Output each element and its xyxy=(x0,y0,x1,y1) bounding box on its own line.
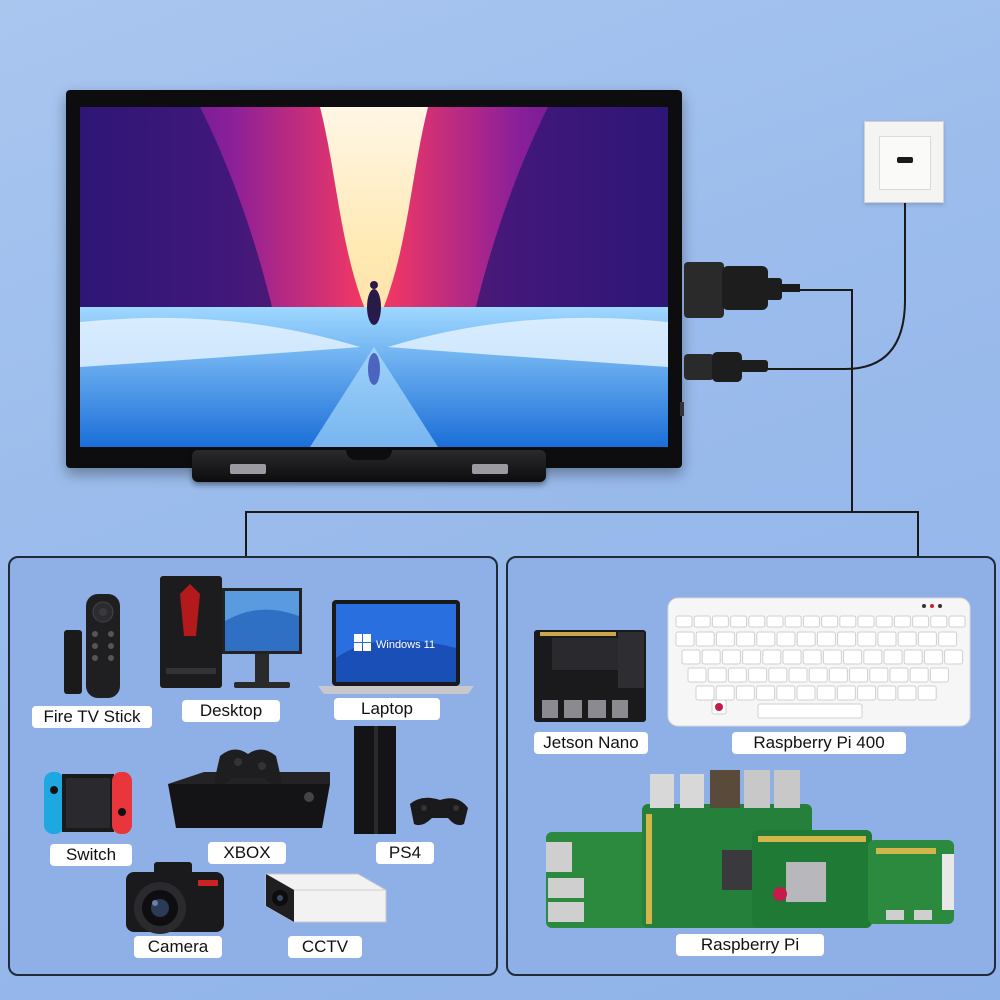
ps4-console-icon xyxy=(354,726,468,834)
raspberry-logo-icon xyxy=(715,703,723,711)
hdmi-connector-icon xyxy=(684,262,800,318)
camera-label: Camera xyxy=(134,936,222,958)
raspberry-pi-400-label: Raspberry Pi 400 xyxy=(732,732,906,754)
consumer-devices-panel: Fire TV Stick Desktop Windows 11 Laptop … xyxy=(8,556,498,976)
cctv-label: CCTV xyxy=(288,936,362,958)
raspberry-pi-400-keyboard-icon xyxy=(667,597,971,727)
switch-label: Switch xyxy=(50,844,132,866)
portable-monitor xyxy=(66,90,684,468)
side-button[interactable] xyxy=(680,402,684,416)
laptop-label: Laptop xyxy=(334,698,440,720)
xbox-label: XBOX xyxy=(208,842,286,864)
ps4-label: PS4 xyxy=(376,842,434,864)
monitor-stand xyxy=(192,450,546,482)
fire-tv-stick-icon xyxy=(64,594,120,698)
jetson-nano-label: Jetson Nano xyxy=(534,732,648,754)
laptop-icon: Windows 11 xyxy=(318,600,474,694)
desktop-pc-icon xyxy=(160,576,302,688)
raspberry-pi-label: Raspberry Pi xyxy=(676,934,824,956)
monitor-screen-wallpaper xyxy=(80,107,668,447)
windows-logo-icon xyxy=(354,634,371,651)
usb-c-connector-icon xyxy=(684,352,768,382)
jetson-nano-board-icon xyxy=(534,630,646,722)
fire-tv-stick-label: Fire TV Stick xyxy=(32,706,152,728)
dev-boards-panel: Jetson Nano Raspberry Pi 400 xyxy=(506,556,996,976)
desktop-label: Desktop xyxy=(182,700,280,722)
xbox-console-icon xyxy=(168,749,330,828)
cctv-camera-icon xyxy=(265,873,387,923)
windows-11-text: Windows 11 xyxy=(376,639,435,651)
usb-port-icon xyxy=(897,157,913,163)
wall-socket xyxy=(864,121,944,203)
raspberry-pi-boards-icon xyxy=(546,770,954,928)
raspberry-logo-icon xyxy=(773,887,787,901)
nintendo-switch-icon xyxy=(44,772,132,834)
camera-icon xyxy=(126,862,224,934)
